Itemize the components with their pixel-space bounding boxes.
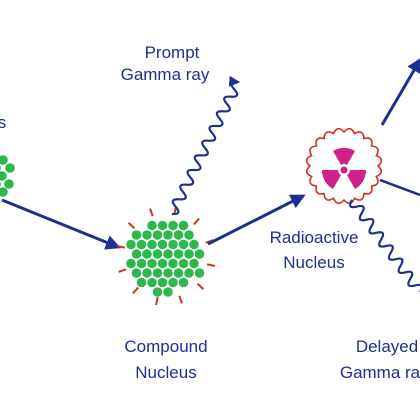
prompt-gamma-label-line2: Gamma ray (121, 65, 210, 84)
excitation-spike (193, 217, 200, 226)
nucleon (152, 249, 163, 259)
nucleon (136, 277, 147, 288)
compound-nucleus-label-line2: Nucleus (135, 363, 196, 382)
nucleon (178, 220, 189, 231)
excitation-spike (116, 245, 126, 249)
nucleon (163, 287, 173, 297)
nucleon (173, 230, 184, 240)
nucleon (173, 268, 184, 278)
radioactive-nucleus-label-line2: Nucleus (283, 253, 344, 272)
nucleon (184, 230, 194, 240)
nucleon (147, 220, 157, 231)
excitation-spike (118, 268, 127, 273)
nucleon (157, 239, 168, 250)
nucleon (168, 220, 178, 231)
nucleon (163, 230, 173, 240)
nucleon (184, 249, 194, 259)
nucleon (178, 277, 189, 288)
nucleon (157, 277, 168, 288)
nucleon (163, 249, 173, 259)
radiation-center (340, 166, 348, 174)
incoming-arrow (1, 198, 121, 250)
nucleon (173, 249, 184, 259)
nucleon (5, 163, 15, 173)
radioactive-nucleus-label-line1: Radioactive (270, 228, 359, 247)
prompt-gamma-ray (171, 75, 241, 216)
nucleon (157, 220, 168, 231)
radiation-blade (333, 148, 355, 165)
nucleon (152, 268, 163, 278)
nucleon (152, 230, 163, 240)
excitation-spike (132, 286, 139, 295)
nucleon (168, 277, 178, 288)
nucleon (0, 181, 1, 187)
nucleon (194, 249, 205, 259)
radiation-symbol (322, 148, 366, 190)
nucleon (168, 258, 178, 269)
delayed-gamma-ray (348, 199, 420, 292)
nucleon (131, 268, 142, 278)
left-partial-label: s (0, 113, 6, 132)
nucleon (189, 239, 199, 250)
excitation-spike (149, 208, 154, 217)
left-partial-nucleus (0, 155, 15, 197)
nucleon (136, 239, 147, 250)
nucleon (189, 258, 199, 269)
nucleon (126, 258, 136, 269)
nucleon (126, 239, 136, 250)
nucleon (136, 258, 147, 269)
emission-arrow-right (379, 178, 420, 197)
nucleon (142, 249, 152, 259)
nucleon (147, 277, 157, 288)
delayed-gamma-label-line1: Delayed (356, 337, 418, 356)
nucleon (0, 165, 1, 171)
delayed-gamma-label-line2: Gamma ra (340, 363, 420, 382)
nucleus-outline (305, 127, 383, 205)
nucleon (142, 230, 152, 240)
nucleon (184, 268, 194, 278)
nucleon (147, 239, 157, 250)
prompt-gamma-label-line1: Prompt (145, 43, 200, 62)
nucleon (178, 258, 189, 269)
compound-nucleus (116, 206, 216, 306)
nucleon (142, 268, 152, 278)
excitation-spike (155, 296, 159, 306)
excitation-spike (178, 295, 183, 304)
radioactive-nucleus (305, 127, 383, 205)
nucleon (0, 171, 7, 181)
nucleon (4, 179, 14, 189)
nucleon (163, 268, 173, 278)
compound-nucleus-label-line1: Compound (124, 337, 207, 356)
excitation-spike (196, 283, 205, 290)
nucleon (152, 287, 163, 297)
decay-arrow (207, 194, 306, 246)
nucleon (147, 258, 157, 269)
nucleon (178, 239, 189, 250)
emission-arrow (380, 57, 420, 126)
nucleon (157, 258, 168, 269)
radiation-blade (322, 170, 341, 190)
excitation-spike (206, 263, 216, 267)
nucleon (0, 187, 8, 197)
nucleon (168, 239, 178, 250)
excitation-spike (127, 222, 136, 229)
nucleon (131, 249, 142, 259)
nucleon (0, 155, 8, 165)
nucleon (131, 230, 142, 240)
nucleon (194, 268, 205, 278)
radiation-blade (347, 170, 366, 190)
